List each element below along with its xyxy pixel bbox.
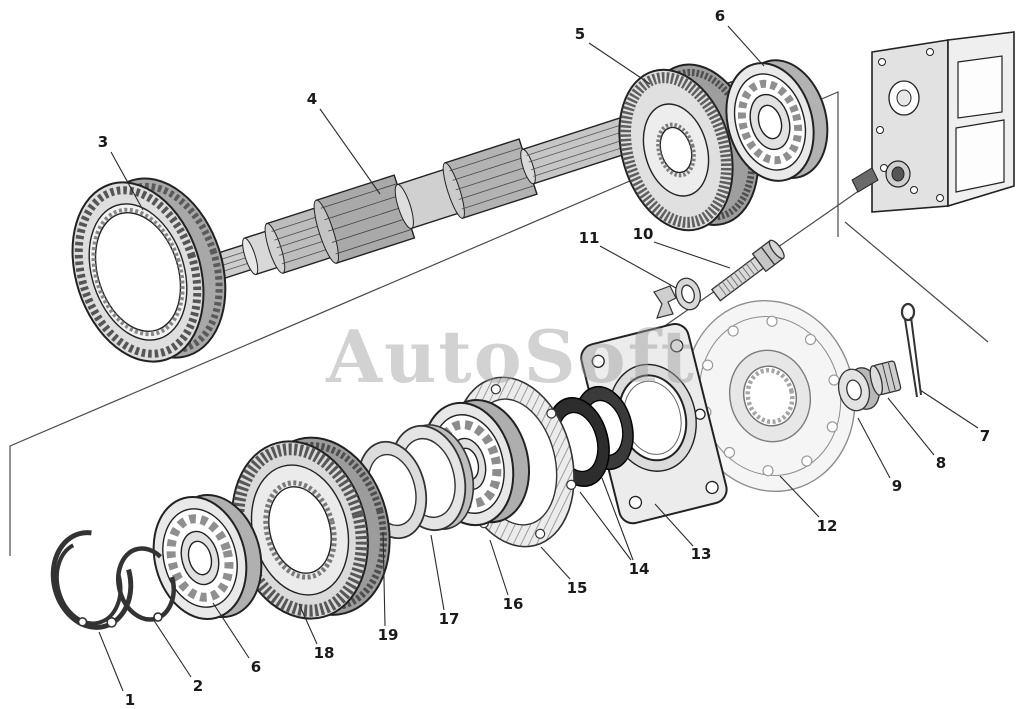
part-18-gear [231, 436, 391, 620]
callout-leader-6 [727, 25, 765, 67]
callout-leader-11 [599, 245, 677, 289]
part-10-bolt [710, 239, 785, 302]
callout-leader-16 [489, 539, 509, 596]
callout-17-14: 17 [439, 610, 460, 628]
callout-19-15: 19 [378, 626, 399, 644]
part-9-spacer [837, 367, 881, 412]
callout-leader-2 [152, 618, 192, 678]
callout-leader-10 [653, 241, 731, 269]
callout-16-13: 16 [503, 595, 524, 613]
callout-leader-19 [382, 531, 386, 627]
part-3-coupling-gear [71, 177, 227, 363]
callout-7-6: 7 [980, 427, 990, 445]
callout-9-8: 9 [892, 477, 902, 495]
part-13-bearing-cover [580, 323, 728, 525]
callout-15-12: 15 [567, 579, 588, 597]
callout-leader-14 [579, 491, 632, 561]
part-1-snap-ring [50, 530, 134, 630]
callout-leader-14 [601, 477, 634, 561]
callout-leader-18 [298, 603, 318, 645]
part-8-castle-nut [869, 360, 902, 396]
part-11-washer [675, 277, 701, 311]
callout-5-1: 5 [575, 25, 585, 43]
callout-11-5: 11 [579, 229, 600, 247]
callout-1-19: 1 [125, 691, 135, 709]
callout-leader-12 [779, 475, 820, 518]
callout-3-3: 3 [98, 133, 108, 151]
callout-13-10: 13 [691, 545, 712, 563]
part-5-driven-gear [618, 63, 760, 232]
gearbox-housing [851, 31, 1015, 213]
retainer-bracket [653, 285, 677, 319]
callout-14-11: 14 [629, 560, 650, 578]
callout-6-17: 6 [251, 658, 261, 676]
callout-leader-9 [857, 417, 891, 479]
callout-6-0: 6 [715, 7, 725, 25]
callout-leader-5 [588, 42, 651, 85]
callout-18-16: 18 [314, 644, 335, 662]
callout-leader-4 [319, 108, 381, 195]
callout-leader-1 [98, 631, 124, 692]
callout-10-4: 10 [633, 225, 654, 243]
callout-2-18: 2 [193, 677, 203, 695]
callout-4-2: 4 [307, 90, 317, 108]
part-7-cotter-pin [900, 302, 922, 398]
callout-leader-13 [654, 503, 694, 547]
callout-leader-8 [887, 397, 935, 456]
callout-leader-15 [540, 546, 571, 580]
callout-layer: 6 5 4 3 10 11 7 8 9 12 13 14 15 16 17 19 18 6 2 1 [98, 7, 990, 709]
callout-leader-6 [212, 602, 250, 659]
callout-8-7: 8 [936, 454, 946, 472]
callout-leader-7 [919, 389, 979, 429]
callout-leader-17 [430, 534, 445, 611]
part-6-bearing-bottom [152, 494, 263, 621]
part-6-bearing-top [725, 59, 829, 182]
callout-leader-3 [110, 151, 144, 211]
shaft-stub [851, 167, 879, 193]
callout-12-9: 12 [817, 517, 838, 535]
